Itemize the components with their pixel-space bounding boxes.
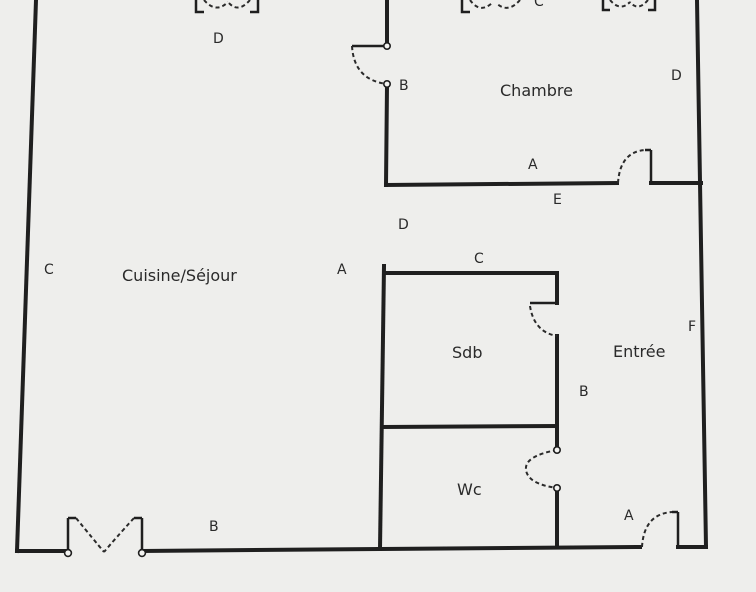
wall-letter-right-f: F <box>688 319 696 335</box>
wall-letter-left-c: C <box>44 262 54 278</box>
wall-letter-entree-a: A <box>624 508 634 524</box>
door-entree-a[interactable] <box>641 510 680 548</box>
door-chambre-b[interactable] <box>351 41 391 89</box>
door-chambre-a[interactable] <box>617 148 653 184</box>
door-top-left[interactable] <box>194 0 260 14</box>
wall-letter-top-left-d: D <box>213 31 224 47</box>
room-label-sdb: Sdb <box>452 343 482 362</box>
door-top-chambre-left[interactable] <box>460 0 521 14</box>
outer-wall-bottom-right <box>375 544 643 552</box>
wall-letter-entree-b: B <box>579 384 589 400</box>
door-sdb[interactable] <box>529 301 558 337</box>
sdb-wc-divider <box>379 423 560 430</box>
wall-letter-chambre-b: B <box>399 78 409 94</box>
sdb-wall-left <box>377 263 387 552</box>
wall-letter-chambre-d: D <box>671 68 682 84</box>
outer-wall-left <box>14 0 39 554</box>
wall-letter-chambre-a: A <box>528 157 538 173</box>
wall-letter-sdb-c: C <box>474 251 484 267</box>
room-label-cuisine-sejour: Cuisine/Séjour <box>122 266 237 285</box>
outer-wall-bottom-middle <box>139 546 381 554</box>
wall-letter-bottom-b: B <box>209 519 219 535</box>
wall-letter-top-c: C <box>534 0 544 10</box>
door-wc[interactable] <box>524 445 561 492</box>
wall-letter-sejour-a: A <box>337 262 347 278</box>
door-bottom-double[interactable] <box>63 516 147 558</box>
chambre-wall-left-bottom <box>383 83 390 188</box>
room-label-chambre: Chambre <box>500 81 573 100</box>
room-label-wc: Wc <box>457 480 482 499</box>
wall-letter-corridor-e: E <box>553 192 562 208</box>
outer-wall-right <box>694 0 709 550</box>
room-label-entree: Entrée <box>613 342 665 361</box>
door-top-chambre-right[interactable] <box>601 0 657 12</box>
chambre-wall-bottom <box>383 180 620 188</box>
wall-letter-corridor-d: D <box>398 217 409 233</box>
